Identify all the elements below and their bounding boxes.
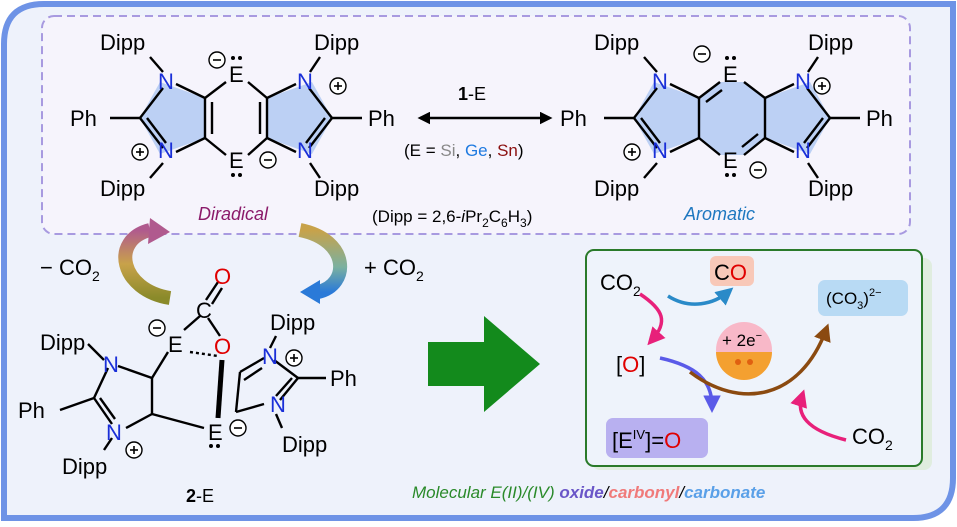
co2-to-carbonate-arrow bbox=[790, 389, 847, 442]
charge-plus-icon bbox=[285, 349, 303, 367]
aromatic-dipp-br: Dipp bbox=[808, 176, 853, 201]
diradical-n-bl: N bbox=[158, 138, 174, 163]
aromatic-right-ring bbox=[765, 82, 830, 154]
aromatic-dipp-tl: Dipp bbox=[594, 30, 639, 55]
aromatic-ph-right: Ph bbox=[866, 106, 893, 131]
panel-carbonate: (CO3)2− bbox=[826, 287, 882, 312]
dipp-definition: (Dipp = 2,6-iPr2C6H3) bbox=[372, 207, 532, 230]
diradical-ph-right: Ph bbox=[368, 106, 395, 131]
co2-to-oxide-arrow bbox=[639, 292, 666, 346]
big-green-arrow bbox=[428, 316, 540, 412]
charge-minus-icon bbox=[148, 319, 166, 337]
compound2-carbon: C bbox=[196, 298, 212, 323]
aromatic-ph-left: Ph bbox=[560, 106, 587, 131]
diradical-n-tr: N bbox=[297, 69, 313, 94]
diradical-e-top: E bbox=[229, 62, 244, 87]
charge-plus-icon bbox=[125, 441, 143, 459]
minus-co2-label: − CO2 bbox=[40, 255, 100, 284]
aromatic-e-bottom: E bbox=[723, 148, 738, 173]
co2-to-co-arrow bbox=[667, 287, 734, 306]
charge-minus-icon bbox=[693, 45, 711, 63]
diradical-ph-left: Ph bbox=[70, 106, 97, 131]
panel-co2-left: CO2 bbox=[600, 270, 641, 299]
charge-plus-icon bbox=[131, 143, 149, 161]
charge-minus-icon bbox=[259, 151, 277, 169]
compound2-n-left-top: N bbox=[103, 352, 119, 377]
compound2-dipp-left-top: Dipp bbox=[40, 330, 85, 355]
compound2-n-right-top: N bbox=[262, 344, 278, 369]
aromatic-center-ring bbox=[699, 82, 765, 155]
charge-plus-icon bbox=[623, 143, 641, 161]
aromatic-e-top: E bbox=[723, 62, 738, 87]
aromatic-label: Aromatic bbox=[683, 204, 755, 224]
electrons-icon bbox=[716, 322, 772, 380]
diradical-structure: Dipp Dipp Dipp Dipp Ph Ph N N N N E E Di… bbox=[70, 30, 395, 224]
compound2-dipp-right-bottom: Dipp bbox=[282, 432, 327, 457]
compound2-label: 2-E bbox=[186, 486, 214, 506]
co2-cycle: − CO2 + CO2 bbox=[40, 218, 424, 305]
capture-co2-arrowhead bbox=[300, 280, 320, 304]
charge-minus-icon bbox=[208, 51, 226, 69]
capture-co2-arrow bbox=[298, 223, 348, 299]
oxide-to-carbonate-arrow bbox=[688, 323, 831, 396]
aromatic-n-tl: N bbox=[652, 69, 668, 94]
compound2-ph-left: Ph bbox=[18, 398, 45, 423]
diradical-right-ring bbox=[267, 82, 332, 154]
aromatic-left-ring bbox=[634, 82, 699, 154]
diradical-dipp-bl: Dipp bbox=[100, 176, 145, 201]
bottom-caption: Molecular E(II)/(IV) oxide/carbonyl/carb… bbox=[412, 483, 765, 502]
diradical-e-bottom: E bbox=[229, 148, 244, 173]
diradical-n-tl: N bbox=[158, 69, 174, 94]
compound-2e-structure: Dipp Dipp Dipp Dipp Ph Ph N N N N E E C … bbox=[18, 264, 357, 506]
panel-co: CO bbox=[714, 260, 747, 285]
resonance-arrow: 1-E (E = Si, Ge, Sn) (Dipp = 2,6-iPr2C6H… bbox=[372, 84, 553, 230]
compound2-ph-right: Ph bbox=[330, 366, 357, 391]
oxide-to-eiv-arrow bbox=[659, 356, 721, 413]
charge-plus-icon bbox=[329, 77, 347, 95]
aromatic-n-br: N bbox=[795, 138, 811, 163]
compound2-dipp-right-top: Dipp bbox=[270, 310, 315, 335]
reactivity-panel: CO2 CO (CO3)2− [O] + 2e− [EIV]=O CO2 bbox=[585, 249, 932, 470]
aromatic-n-bl: N bbox=[652, 138, 668, 163]
compound2-bridge-o: O bbox=[214, 334, 231, 359]
compound2-e-bottom: E bbox=[208, 420, 223, 445]
resonance-label: 1-E bbox=[458, 84, 486, 104]
diradical-dipp-tl: Dipp bbox=[100, 30, 145, 55]
e-iv-oxide-box bbox=[606, 418, 708, 458]
panel-co2-right: CO2 bbox=[852, 424, 893, 453]
electrons-label: + 2e− bbox=[722, 330, 762, 350]
compound2-n-left-bottom: N bbox=[106, 420, 122, 445]
co-box bbox=[710, 256, 754, 286]
panel-e-iv-oxide: [EIV]=O bbox=[612, 427, 681, 453]
element-list: (E = Si, Ge, Sn) bbox=[404, 141, 524, 160]
release-co2-arrowhead bbox=[148, 218, 170, 244]
charge-minus-icon bbox=[229, 419, 247, 437]
panel-oxide: [O] bbox=[616, 352, 645, 377]
diradical-left-ring bbox=[140, 82, 205, 154]
aromatic-n-tr: N bbox=[795, 69, 811, 94]
carbonate-box bbox=[818, 280, 908, 316]
diradical-label: Diradical bbox=[198, 204, 269, 224]
diradical-n-br: N bbox=[297, 138, 313, 163]
diradical-dipp-tr: Dipp bbox=[314, 30, 359, 55]
aromatic-structure: Dipp Dipp Dipp Dipp Ph Ph N N N N E E Ar… bbox=[560, 30, 893, 224]
plus-co2-label: + CO2 bbox=[364, 255, 424, 284]
compound2-n-right-bottom: N bbox=[270, 392, 286, 417]
charge-plus-icon bbox=[813, 77, 831, 95]
charge-minus-icon bbox=[749, 161, 767, 179]
diradical-dipp-br: Dipp bbox=[314, 176, 359, 201]
aromatic-dipp-tr: Dipp bbox=[808, 30, 853, 55]
aromatic-dipp-bl: Dipp bbox=[594, 176, 639, 201]
top-dashed-panel bbox=[41, 15, 911, 235]
compound2-carbonyl-o: O bbox=[214, 264, 231, 289]
compound2-e-top: E bbox=[168, 332, 183, 357]
release-co2-arrow bbox=[118, 223, 172, 305]
compound2-dipp-left-bottom: Dipp bbox=[62, 454, 107, 479]
